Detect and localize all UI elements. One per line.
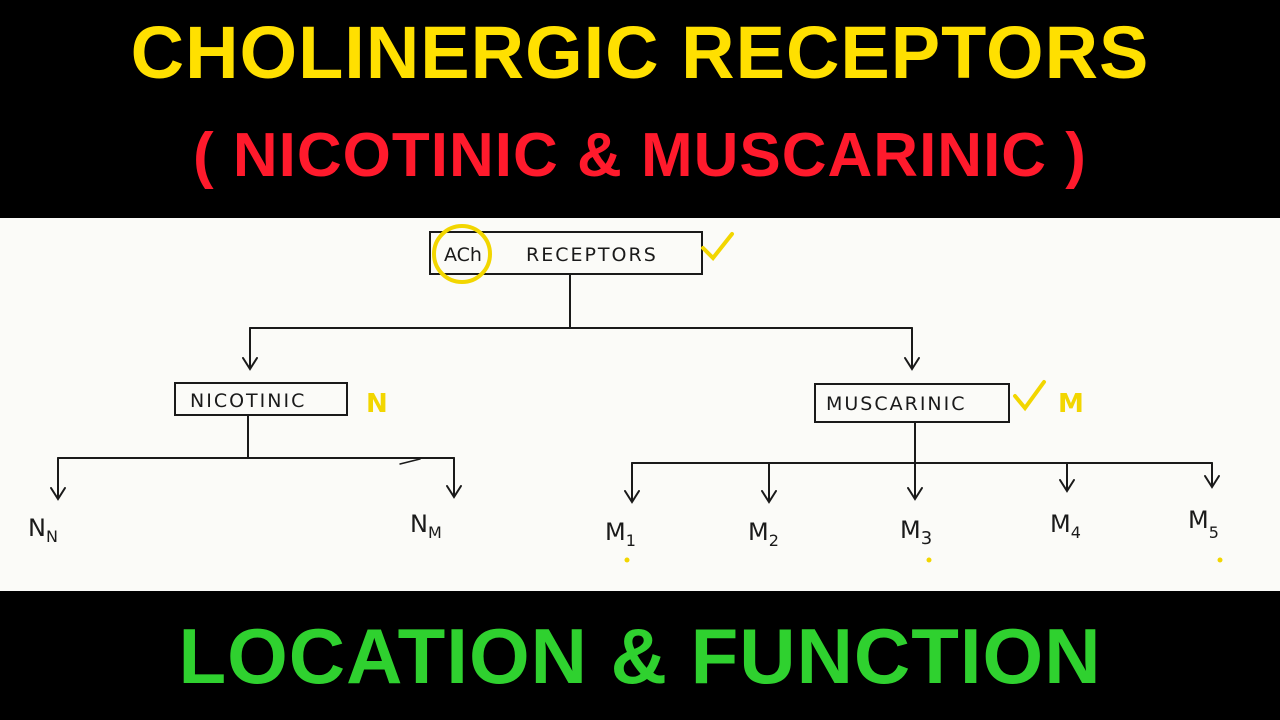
subtype-m4: M4 — [1050, 510, 1081, 542]
subtype-nm: NM — [410, 510, 442, 542]
muscarinic-box — [814, 383, 1010, 423]
subtype-m1: M1 — [605, 518, 636, 550]
ach-label: ACh — [444, 244, 482, 266]
receptor-tree-diagram: ACh RECEPTORS NICOTINIC N MUSCARINIC M N… — [28, 224, 1223, 563]
root-label: RECEPTORS — [526, 244, 658, 266]
muscarinic-checkmark-icon — [1013, 380, 1046, 412]
ach-highlight-circle — [432, 224, 492, 284]
video-footer-title: LOCATION & FUNCTION — [178, 612, 1102, 700]
video-title: CHOLINERGIC RECEPTORS — [130, 11, 1150, 94]
muscarinic-abbr: M — [1058, 389, 1084, 419]
subtype-nn: NN — [28, 514, 58, 546]
nicotinic-abbr: N — [366, 389, 388, 419]
subtype-m3: M3 — [900, 516, 932, 549]
nicotinic-label: NICOTINIC — [190, 390, 306, 412]
root-checkmark-icon — [701, 232, 734, 262]
subtype-m5: M5 — [1188, 506, 1219, 542]
video-subtitle: ( NICOTINIC & MUSCARINIC ) — [193, 121, 1087, 190]
whiteboard-diagram: ACh RECEPTORS NICOTINIC N MUSCARINIC M N… — [0, 218, 1280, 591]
muscarinic-label: MUSCARINIC — [826, 393, 967, 415]
root-box — [429, 231, 703, 275]
nicotinic-box — [174, 382, 348, 416]
subtype-m2: M2 — [748, 518, 779, 550]
